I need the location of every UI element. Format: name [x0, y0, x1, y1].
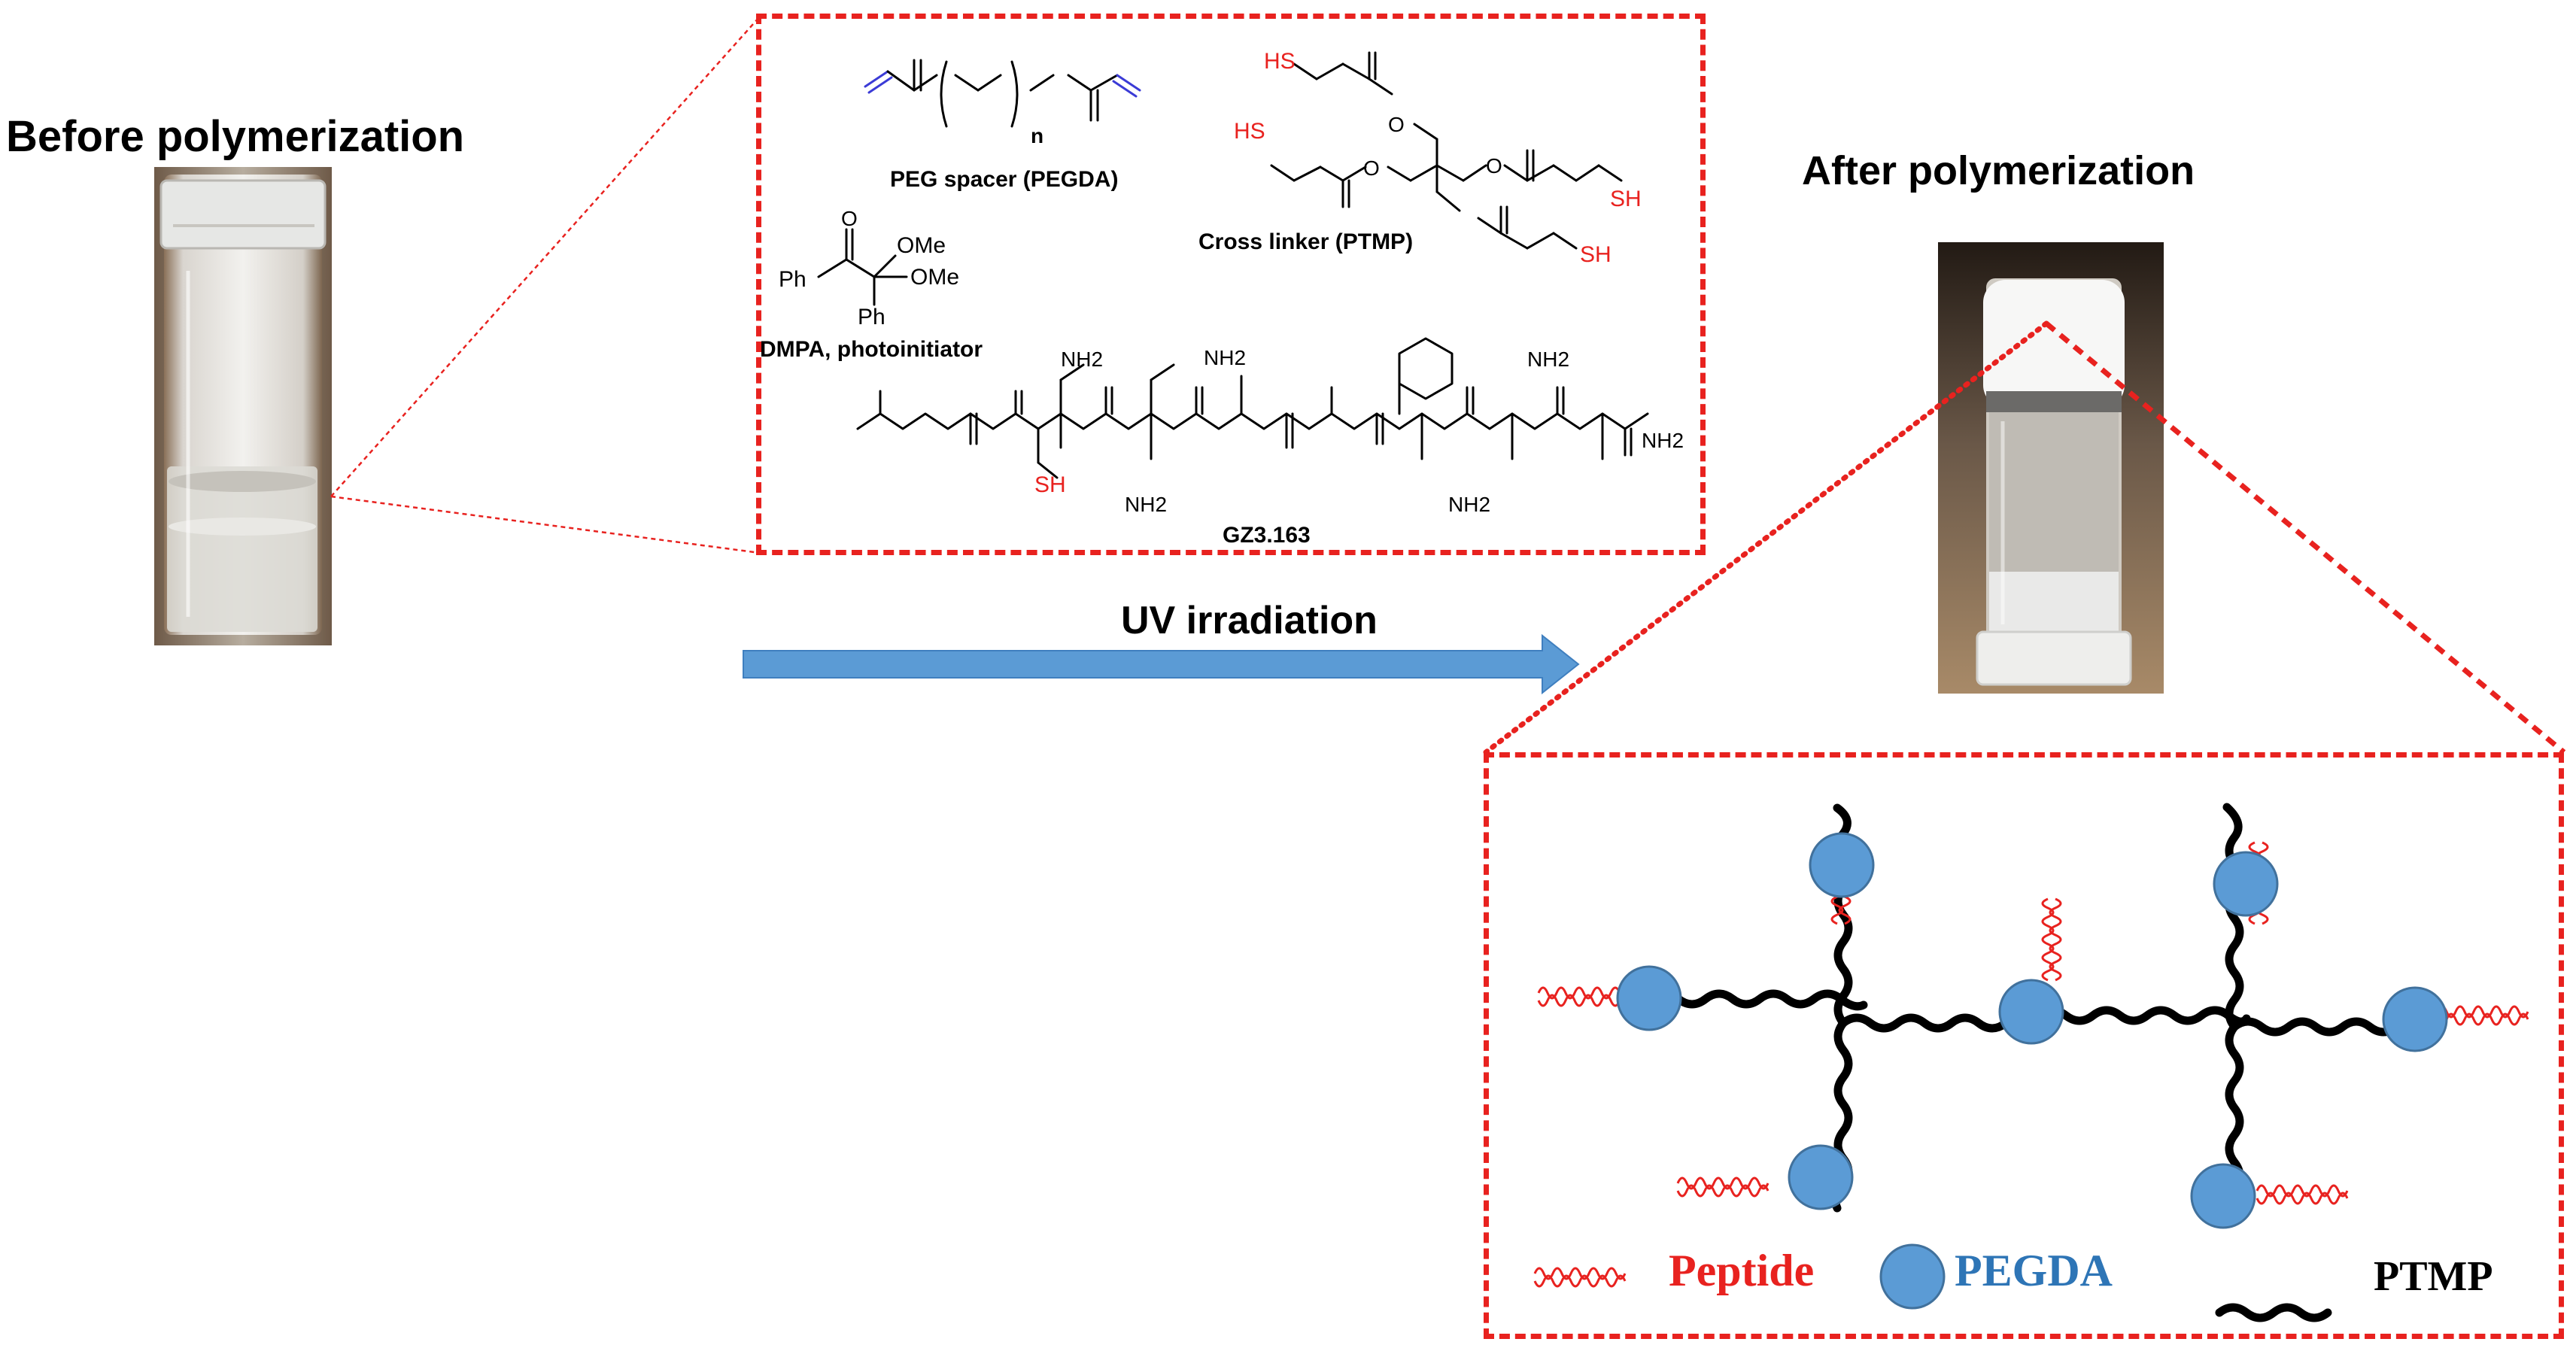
chem-structures — [817, 51, 1649, 479]
ptmp-o-1: O — [1388, 113, 1405, 136]
reagents-box — [756, 14, 1706, 555]
dmpa-o: O — [841, 207, 858, 230]
peg-n-label: n — [1031, 124, 1044, 147]
pegda-nodes — [1616, 832, 2448, 1310]
legend-pegda: PEGDA — [1955, 1246, 2113, 1295]
ptmp-sh-4: SH — [1580, 242, 1612, 267]
peptide-backbone — [856, 337, 1649, 479]
peptide-nh2-6: NH2 — [1642, 429, 1684, 452]
ptmp-hs-2: HS — [1234, 119, 1265, 144]
polymer-network — [1533, 803, 2529, 1322]
dmpa-ph-2: Ph — [858, 305, 886, 329]
ptmp-caption: Cross linker (PTMP) — [1198, 229, 1414, 254]
vial-photo-before — [154, 167, 332, 645]
uv-arrow — [743, 633, 1580, 695]
uv-label: UV irradiation — [1121, 599, 1378, 642]
peptide-nh2-1: NH2 — [1061, 348, 1104, 371]
dmpa-ome-1: OMe — [897, 233, 946, 258]
peptide-nh2-5: NH2 — [1448, 493, 1491, 516]
peptide-nh2-3: NH2 — [1527, 348, 1570, 371]
dmpa-caption: DMPA, photoinitiator — [760, 337, 983, 362]
legend-ptmp: PTMP — [2374, 1253, 2493, 1300]
before-title: Before polymerization — [6, 112, 465, 161]
network-box — [1484, 752, 2564, 1339]
peptide-caption: GZ3.163 — [1223, 523, 1311, 548]
after-title: After polymerization — [1802, 148, 2195, 193]
dmpa-structure — [817, 228, 908, 306]
dmpa-ph-1: Ph — [779, 267, 807, 292]
ptmp-hs-1: HS — [1264, 49, 1296, 74]
peptide-nh2-2: NH2 — [1204, 346, 1247, 369]
legend-peptide: Peptide — [1669, 1246, 1815, 1295]
leader-lines — [330, 16, 2566, 755]
peptide-sh: SH — [1034, 472, 1066, 497]
ptmp-structure — [1270, 51, 1623, 250]
peptide-nh2-4: NH2 — [1125, 493, 1168, 516]
pegda-structure — [864, 59, 1141, 128]
ptmp-o-2: O — [1363, 156, 1380, 180]
legend-pegda-swatch — [1879, 1243, 1946, 1310]
ptmp-sh-3: SH — [1610, 187, 1642, 211]
dmpa-ome-2: OMe — [910, 265, 960, 290]
ptmp-o-3: O — [1486, 154, 1502, 178]
vial-photo-after — [1938, 242, 2164, 694]
pegda-caption: PEG spacer (PEGDA) — [890, 167, 1119, 192]
